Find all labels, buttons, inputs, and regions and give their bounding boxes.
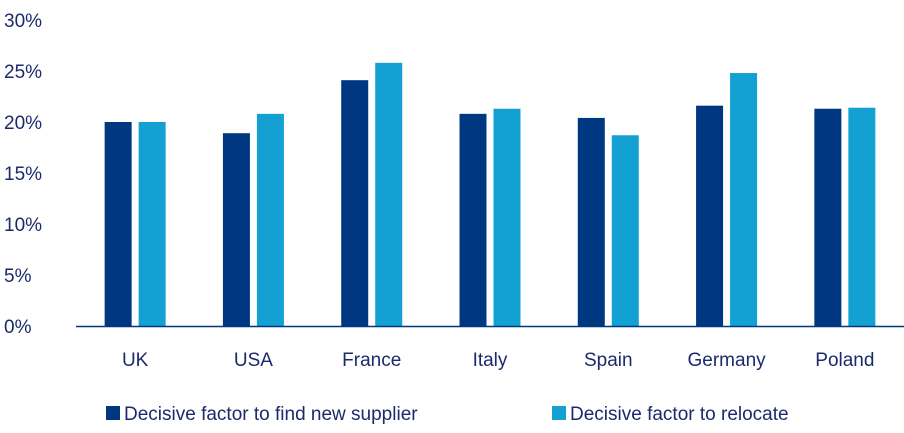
y-tick-label: 30% <box>4 11 42 32</box>
legend-label: Decisive factor to find new supplier <box>124 404 418 425</box>
x-axis-ticks: UK USA France Italy Spain Germany Poland <box>122 350 875 371</box>
bar-italy-series-1 <box>459 113 487 326</box>
bar-italy-series-2 <box>493 108 521 327</box>
y-tick-label: 5% <box>4 266 32 287</box>
y-tick-label: 15% <box>4 164 42 185</box>
legend: Decisive factor to find new supplier Deci… <box>106 404 789 425</box>
bar-poland-series-2 <box>848 107 876 326</box>
bar-poland-series-1 <box>814 108 842 327</box>
x-tick-label: Italy <box>473 350 508 371</box>
y-tick-label: 25% <box>4 62 42 83</box>
bar-usa-series-1 <box>222 133 250 326</box>
bar-spain-series-2 <box>611 135 639 326</box>
y-axis-ticks: 0% 5% 10% 15% 20% 25% 30% <box>4 11 42 338</box>
bar-germany-series-1 <box>696 105 724 327</box>
x-tick-label: Germany <box>688 350 767 371</box>
x-tick-label: France <box>342 350 401 371</box>
x-tick-label: Poland <box>815 350 874 371</box>
legend-swatch <box>552 406 566 420</box>
bar-usa-series-2 <box>256 113 284 326</box>
legend-swatch <box>106 406 120 420</box>
bar-uk-series-2 <box>138 122 166 326</box>
legend-label: Decisive factor to relocate <box>570 404 789 425</box>
bar-germany-series-2 <box>730 73 758 326</box>
y-tick-label: 10% <box>4 215 42 236</box>
bar-france-series-2 <box>375 62 403 327</box>
y-tick-label: 20% <box>4 113 42 134</box>
bar-spain-series-1 <box>577 117 605 326</box>
bar-france-series-1 <box>341 80 369 327</box>
x-tick-label: Spain <box>584 350 633 371</box>
x-tick-label: USA <box>234 350 273 371</box>
bar-uk-series-1 <box>104 122 132 326</box>
y-tick-label: 0% <box>4 317 32 338</box>
bars-group <box>104 62 876 327</box>
x-tick-label: UK <box>122 350 149 371</box>
